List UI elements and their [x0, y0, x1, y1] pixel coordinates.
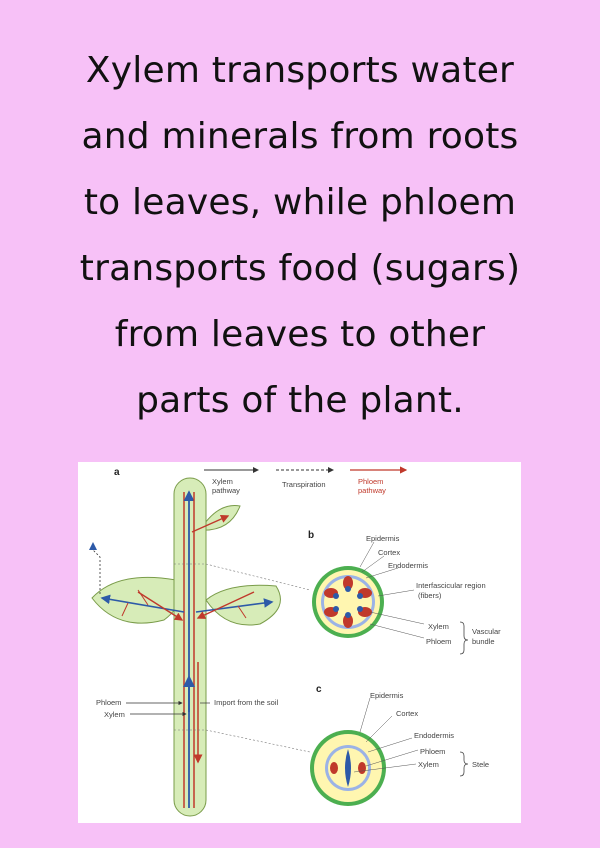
b-bundle-phloem — [343, 614, 353, 628]
legend: Xylem pathway Transpiration Phloem pathw… — [204, 466, 408, 495]
headline-line: from leaves to other — [114, 314, 486, 355]
left-leaf-xylem — [100, 594, 185, 613]
b-leader — [361, 555, 385, 573]
panel-b-label: b — [308, 530, 314, 541]
transpiration-arrowhead — [89, 542, 97, 550]
b-label-endodermis: Endodermis — [388, 561, 428, 570]
b-bundle-xylem — [357, 593, 363, 599]
b-bundle-xylem — [333, 593, 339, 599]
section-guide-b-2 — [205, 563, 311, 591]
headline-line: to leaves, while phloem — [83, 182, 517, 223]
panel-c-label: c — [316, 684, 322, 695]
c-label-epidermis: Epidermis — [370, 691, 404, 700]
b-bundle-xylem — [357, 606, 363, 612]
c-leader — [353, 763, 417, 773]
right-leaf-phloem — [196, 591, 255, 619]
legend-phloem: Phloem — [358, 477, 383, 486]
transpiration-path — [92, 549, 101, 594]
c-xylem — [345, 749, 351, 787]
stem-label-xylem: Xylem — [104, 710, 125, 719]
left-leaf-phloem — [137, 591, 184, 621]
c-leader — [359, 697, 371, 733]
headline-line: parts of the plant. — [136, 380, 464, 421]
diagram-svg: a Xylem pathway Transpiration Phloem pat… — [89, 466, 501, 817]
legend-xylem-2: pathway — [212, 486, 240, 495]
c-leader — [367, 737, 413, 753]
b-leader — [377, 589, 415, 597]
c-phloem-left — [330, 762, 338, 774]
b-leader — [369, 611, 425, 625]
stem-cross-section — [312, 541, 469, 655]
b-leader — [365, 567, 399, 579]
left-vein — [137, 589, 149, 606]
c-leader — [365, 715, 393, 743]
c-label-phloem: Phloem — [420, 747, 445, 756]
b-bundle-xylem — [333, 606, 339, 612]
b-bundle-xylem — [345, 586, 351, 592]
headline: Xylem transports water and minerals from… — [20, 38, 580, 434]
b-bundle-phloem — [343, 576, 353, 590]
legend-transpiration: Transpiration — [282, 480, 326, 489]
root-cross-section — [310, 697, 469, 806]
upper-leaf-phloem — [191, 515, 230, 533]
b-label-bundle: bundle — [472, 637, 495, 646]
section-guide-c-2 — [205, 729, 311, 753]
headline-line: Xylem transports water — [85, 50, 515, 91]
c-label-cortex: Cortex — [396, 709, 418, 718]
c-label-stele: Stele — [472, 760, 489, 769]
b-brace — [459, 621, 469, 655]
c-phloem-right — [358, 762, 366, 774]
c-brace — [459, 751, 469, 777]
c-leader — [365, 749, 419, 767]
stem-labels: Phloem Xylem Import from the soil — [96, 698, 279, 719]
b-label-interfascicular: Interfascicular region — [416, 581, 486, 590]
stem-label-import: Import from the soil — [214, 698, 279, 707]
b-label-epidermis: Epidermis — [366, 534, 400, 543]
stem-label-phloem: Phloem — [96, 698, 121, 707]
left-vein-2 — [121, 602, 129, 617]
right-leaf-xylem — [195, 598, 274, 613]
left-leaf — [91, 576, 181, 624]
b-label-vascular: Vascular — [472, 627, 501, 636]
b-leader — [359, 541, 375, 568]
c-label-xylem: Xylem — [418, 760, 439, 769]
b-vascular-bundles — [324, 576, 372, 628]
b-label-phloem: Phloem — [426, 637, 451, 646]
panel-a-label: a — [114, 467, 120, 478]
plant-illustration — [89, 477, 311, 817]
plant-vascular-diagram: a Xylem pathway Transpiration Phloem pat… — [78, 462, 521, 823]
headline-line: transports food (sugars) — [79, 248, 521, 289]
b-label-xylem: Xylem — [428, 622, 449, 631]
c-label-endodermis: Endodermis — [414, 731, 454, 740]
b-bundle-xylem — [345, 612, 351, 618]
b-label-cortex: Cortex — [378, 548, 400, 557]
stem — [173, 477, 207, 817]
legend-xylem: Xylem — [212, 477, 233, 486]
right-vein — [237, 605, 247, 619]
b-leader — [369, 623, 425, 639]
legend-phloem-2: pathway — [358, 486, 386, 495]
b-label-fibers: (fibers) — [418, 591, 442, 600]
headline-line: and minerals from roots — [81, 116, 519, 157]
